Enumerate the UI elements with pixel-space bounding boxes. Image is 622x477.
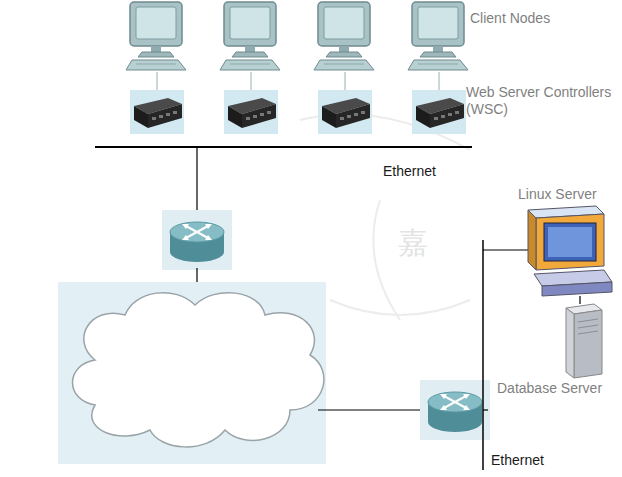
- router-symbol: [162, 210, 232, 270]
- linux-server-icon: [528, 206, 612, 296]
- watermark: 嘉: [398, 226, 438, 259]
- wire: [196, 147, 197, 212]
- wire: [579, 296, 580, 304]
- client-monitor: [314, 2, 374, 70]
- cloud-ground: [58, 282, 326, 464]
- client-monitor: [220, 2, 280, 70]
- network-label: Ethernet: [383, 163, 473, 180]
- wsc-device: [130, 90, 184, 134]
- router-symbol: [420, 380, 490, 440]
- client-monitor: [126, 2, 186, 70]
- database-server-icon: [566, 304, 602, 378]
- cloud-shape: [73, 293, 324, 447]
- wsc-device: [224, 90, 278, 134]
- network-label: Ethernet: [491, 452, 581, 469]
- device-label: Linux Server: [518, 186, 618, 203]
- ethernet-bus: [482, 240, 484, 470]
- group-label: Web Server Controllers (WSC): [466, 84, 618, 118]
- group-label: Client Nodes: [470, 10, 615, 27]
- client-monitor: [408, 2, 468, 70]
- wire: [318, 409, 428, 410]
- wire: [483, 249, 530, 250]
- device-label: Database Server: [497, 380, 619, 397]
- wsc-device: [318, 90, 372, 134]
- ethernet-bus: [95, 146, 472, 148]
- wsc-device: [412, 90, 466, 134]
